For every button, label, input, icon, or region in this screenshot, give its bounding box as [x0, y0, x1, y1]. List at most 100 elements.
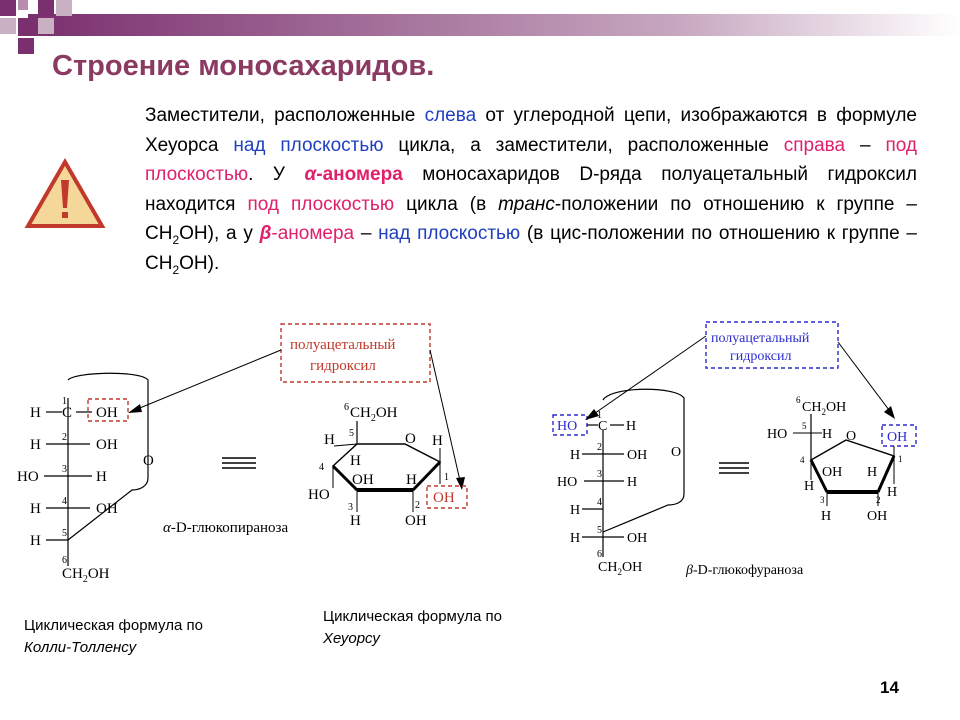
svg-text:HO: HO — [308, 487, 330, 503]
below-plane-term-2: под плоскостью — [247, 193, 395, 215]
svg-text:OH: OH — [822, 465, 842, 480]
left-term: слева — [424, 105, 477, 126]
svg-text:H: H — [570, 503, 580, 518]
equivalence-sign-right — [719, 462, 749, 474]
svg-text:H: H — [867, 465, 877, 480]
svg-text:гидроксил: гидроксил — [730, 349, 792, 364]
svg-text:5: 5 — [597, 525, 602, 536]
c3-ho: HO — [17, 469, 39, 485]
page-number: 14 — [880, 678, 899, 697]
svg-text:6: 6 — [62, 555, 67, 566]
header-gradient-bar — [28, 14, 960, 36]
c3-h: H — [96, 469, 107, 485]
svg-text:OH: OH — [867, 509, 887, 524]
svg-text:OH: OH — [352, 472, 374, 488]
caption-haworth: Циклическая формула по Хеуорсу — [323, 608, 502, 647]
colli-tollens-glucose: 1 H C OH 2 H OH 3 HO H 4 H OH 5 H 6 CH2O… — [17, 372, 154, 585]
equivalence-sign-left — [222, 457, 256, 469]
c2-oh: OH — [96, 437, 118, 453]
svg-text:C: C — [598, 419, 607, 434]
svg-text:H: H — [432, 433, 443, 449]
corner-square — [18, 0, 28, 10]
svg-text:H: H — [804, 479, 814, 494]
description-paragraph: Заместители, расположенные слева от угле… — [145, 105, 918, 277]
pyranose-ch2oh: CH2OH — [350, 405, 398, 424]
furanose-anomeric-oh: OH — [887, 430, 907, 445]
corner-square — [18, 18, 36, 36]
svg-text:OH: OH — [627, 531, 647, 546]
svg-text:5: 5 — [62, 528, 67, 539]
c1-oh: OH — [96, 405, 118, 421]
svg-text:гидроксил: гидроксил — [310, 358, 376, 374]
svg-text:1: 1 — [898, 454, 903, 464]
svg-text:4: 4 — [62, 496, 67, 507]
svg-text:1: 1 — [444, 472, 449, 483]
corner-square — [18, 38, 34, 54]
svg-text:5: 5 — [802, 421, 807, 431]
right-term: справа — [783, 134, 846, 156]
pyranose-ring-oxygen: O — [405, 431, 416, 447]
colli-tollens-glucose-right: 1 HO C H 2 H OH 3 HO H 4 H 5 H OH 6 CH2O… — [552, 388, 685, 577]
haworth-furanose: 6 CH2OH 5 HO H O OH 4 1 OH H H H 3 2 H O… — [685, 395, 917, 578]
above-plane-term-2: над плоскостью — [378, 223, 521, 244]
svg-text:H: H — [821, 509, 831, 524]
c1-num: 1 — [62, 396, 67, 407]
svg-text:HO: HO — [767, 427, 787, 442]
svg-text:OH: OH — [405, 513, 427, 529]
beta-anomer-term: -аномера — [271, 223, 355, 244]
below-plane-term: под плоскостью — [145, 134, 917, 186]
svg-text:полуацетальный: полуацетальный — [290, 337, 395, 353]
svg-text:3: 3 — [597, 469, 602, 480]
furanose-name: β-D-глюкофураноза — [685, 563, 804, 578]
anomer-term: аномера — [322, 164, 403, 185]
corner-square — [56, 0, 72, 16]
corner-square — [38, 18, 54, 34]
svg-text:6: 6 — [344, 402, 349, 413]
callout-hemiacetal-right: полуацетальный гидроксил — [585, 321, 895, 420]
svg-text:H: H — [406, 472, 417, 488]
svg-text:H: H — [570, 531, 580, 546]
pyranose-anomeric-oh: OH — [433, 490, 455, 506]
svg-text:2: 2 — [62, 432, 67, 443]
svg-text:3: 3 — [820, 495, 825, 505]
svg-text:4: 4 — [800, 455, 805, 465]
svg-text:4: 4 — [597, 497, 602, 508]
svg-text:4: 4 — [319, 462, 324, 473]
svg-text:H: H — [350, 513, 361, 529]
svg-text:3: 3 — [62, 464, 67, 475]
svg-text:HO: HO — [557, 475, 577, 490]
svg-text:1: 1 — [597, 410, 602, 421]
c1-carbon: C — [62, 405, 72, 421]
c4-h: H — [30, 501, 41, 517]
above-plane-term: над плоскостью — [233, 134, 384, 156]
svg-text:H: H — [626, 419, 636, 434]
svg-text:5: 5 — [349, 428, 354, 439]
svg-text:OH: OH — [627, 448, 647, 463]
svg-text:H: H — [822, 427, 832, 442]
haworth-pyranose: 6 CH2OH 5 H O H 4 H 1 HO OH H OH 3 2 H O… — [163, 402, 468, 536]
pyranose-name: α-D-глюкопираноза — [163, 520, 288, 536]
svg-text:3: 3 — [348, 502, 353, 513]
svg-text:CH2OH: CH2OH — [802, 400, 846, 417]
trans-term: транс — [498, 193, 555, 215]
svg-text:H: H — [350, 453, 361, 469]
c1-h: H — [30, 405, 41, 421]
svg-text:H: H — [887, 485, 897, 500]
beta-symbol: β — [259, 223, 272, 244]
callout-hemiacetal-left: полуацетальный гидроксил — [128, 323, 465, 490]
warning-icon — [24, 158, 106, 228]
alpha-symbol: α- — [304, 164, 323, 185]
right-c1-ho: HO — [557, 419, 577, 434]
header-decoration — [0, 0, 960, 54]
svg-text:H: H — [627, 475, 637, 490]
page-title: Строение моносахаридов. — [52, 50, 435, 82]
c5-h: H — [30, 533, 41, 549]
caption-colli-tollens: Циклическая формула по Колли-Толленсу — [24, 617, 203, 656]
svg-text:2: 2 — [415, 500, 420, 511]
svg-text:6: 6 — [796, 395, 801, 405]
ring-oxygen: O — [143, 453, 154, 469]
svg-text:O: O — [671, 445, 681, 460]
svg-text:CH2OH: CH2OH — [598, 560, 642, 577]
svg-text:2: 2 — [597, 442, 602, 453]
furanose-ring-oxygen: O — [846, 429, 856, 444]
